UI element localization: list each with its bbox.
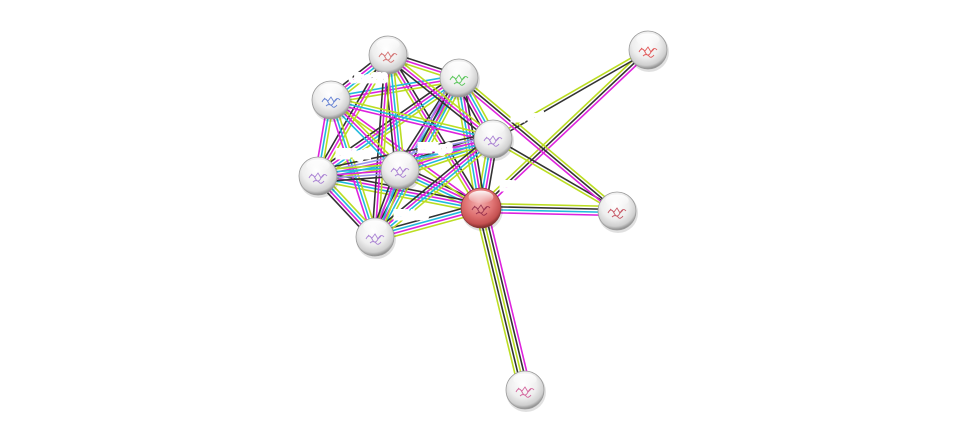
edge-evidence-textmining: [480, 207, 526, 391]
protein-structure-icon: [607, 207, 627, 219]
node-highlight: [513, 373, 537, 386]
edge-evidence-databases: [318, 78, 461, 178]
edge-evidence-experiments: [482, 51, 651, 211]
edge-evidence-textmining: [377, 141, 497, 242]
node-label-gigyf1: Gigyf1: [544, 361, 579, 375]
protein-structure-icon: [471, 204, 491, 216]
edge-eif4a1-ube2l6[interactable]: [330, 74, 460, 104]
protein-structure-icon: [378, 51, 398, 63]
edge-evidence-experiments: [373, 137, 493, 237]
edge-evidence-textmining: [384, 56, 480, 210]
node-gigyf2[interactable]: [628, 30, 669, 72]
node-label-eif4a1: Eif4a1: [477, 49, 511, 63]
edge-eif4e2-gigyf1[interactable]: [474, 206, 532, 392]
node-highlight: [481, 122, 505, 135]
edge-evidence-textmining: [474, 209, 520, 392]
edge-evidence-coexpression: [481, 205, 618, 211]
node-eif4a3[interactable]: [355, 217, 396, 259]
node-label-eif4g2: Eif4g2: [336, 147, 370, 161]
edge-evidence-textmining: [316, 179, 481, 214]
edge-evidence-coexpression: [458, 77, 618, 212]
edge-evidence-coexpression: [382, 55, 397, 171]
protein-structure-icon: [483, 135, 503, 147]
edge-evidence-experiments: [330, 77, 460, 101]
node-arih1[interactable]: [368, 35, 409, 77]
edge-evidence-experiments: [456, 79, 616, 214]
edge-evidence-coexpression: [389, 53, 485, 207]
edge-evidence-experiments: [387, 54, 494, 140]
node-highlight: [605, 194, 629, 207]
node-label-gigyf2: Gigyf2: [667, 21, 702, 35]
node-label-ube2l6: Ube2l6: [349, 71, 387, 85]
edge-eif4g1-eif4a3[interactable]: [371, 134, 497, 242]
node-label-eif4g1: Eif4g1: [511, 110, 545, 124]
edge-arih1-eif4g2[interactable]: [314, 53, 392, 178]
edge-eif4a1-eif4ebp1[interactable]: [456, 75, 620, 214]
node-label-eif4e2: Eif4e2: [500, 179, 534, 193]
edge-evidence-textmining: [377, 55, 392, 238]
edge-evidence-textmining: [319, 56, 392, 178]
edge-ube2l6-eif4g1[interactable]: [330, 96, 494, 143]
edge-evidence-textmining: [391, 54, 406, 170]
edge-evidence-textmining: [331, 80, 460, 104]
edge-evidence-coexpression: [371, 134, 491, 235]
protein-structure-icon: [321, 96, 341, 108]
edge-evidence-textmining: [389, 52, 496, 138]
node-highlight: [388, 153, 412, 166]
node-label-eif4a3: Eif4a3: [394, 208, 428, 222]
edge-evidence-coexpression: [385, 56, 492, 142]
protein-structure-icon: [308, 172, 328, 184]
edge-evidence-databases: [330, 74, 459, 98]
protein-structure-icon: [365, 233, 385, 245]
edge-evidence-coexpression: [480, 49, 649, 209]
edge-evidence-experiments: [330, 102, 493, 143]
node-eif4g2[interactable]: [298, 156, 339, 198]
node-label-eif4g3: Eif4g3: [418, 141, 452, 155]
edge-evidence-coexpression: [314, 53, 387, 175]
protein-structure-icon: [390, 166, 410, 178]
edge-evidence-experiments: [317, 54, 389, 177]
node-highlight: [363, 220, 387, 233]
nodes-layer: [298, 30, 669, 412]
edge-eif4e2-eif4ebp1[interactable]: [480, 202, 618, 217]
protein-structure-icon: [638, 46, 658, 58]
node-highlight: [376, 38, 400, 51]
edge-evidence-databases: [480, 208, 617, 214]
node-label-arih1: Arih1: [406, 26, 434, 40]
edge-evidence-databases: [330, 99, 494, 140]
edge-evidence-coexpression: [371, 54, 386, 237]
node-eif4a1[interactable]: [439, 58, 480, 100]
node-eif4g3[interactable]: [380, 150, 421, 192]
edge-eif4e2-gigyf2[interactable]: [478, 47, 651, 211]
edge-evidence-databases: [375, 139, 495, 239]
node-highlight: [468, 190, 494, 204]
node-highlight: [447, 61, 471, 74]
edge-evidence-textmining: [491, 139, 617, 213]
node-highlight: [306, 159, 330, 172]
edge-evidence-textmining: [481, 202, 618, 208]
edge-evidence-databases: [317, 176, 481, 211]
node-highlight: [319, 83, 343, 96]
node-eif4g1[interactable]: [473, 119, 514, 161]
edge-evidence-textmining: [478, 47, 647, 207]
edge-evidence-textmining: [460, 75, 620, 210]
node-label-eif4ebp1: Eif4ebp1: [635, 182, 683, 196]
edge-evidence-textmining: [453, 78, 478, 209]
node-highlight: [636, 33, 660, 46]
node-eif4e2[interactable]: [460, 187, 503, 231]
edge-evidence-experiments: [486, 206, 532, 389]
protein-structure-icon: [515, 386, 535, 398]
edge-arih1-eif4g1[interactable]: [385, 52, 496, 142]
node-ube2l6[interactable]: [311, 80, 352, 122]
edge-evidence-experiments: [480, 211, 617, 217]
edge-evidence-coexpression: [477, 208, 523, 391]
node-gigyf1[interactable]: [505, 370, 546, 412]
edge-evidence-textmining: [331, 96, 494, 137]
protein-structure-icon: [449, 74, 469, 86]
edge-evidence-coexpression: [483, 207, 529, 390]
node-eif4ebp1[interactable]: [597, 191, 638, 233]
